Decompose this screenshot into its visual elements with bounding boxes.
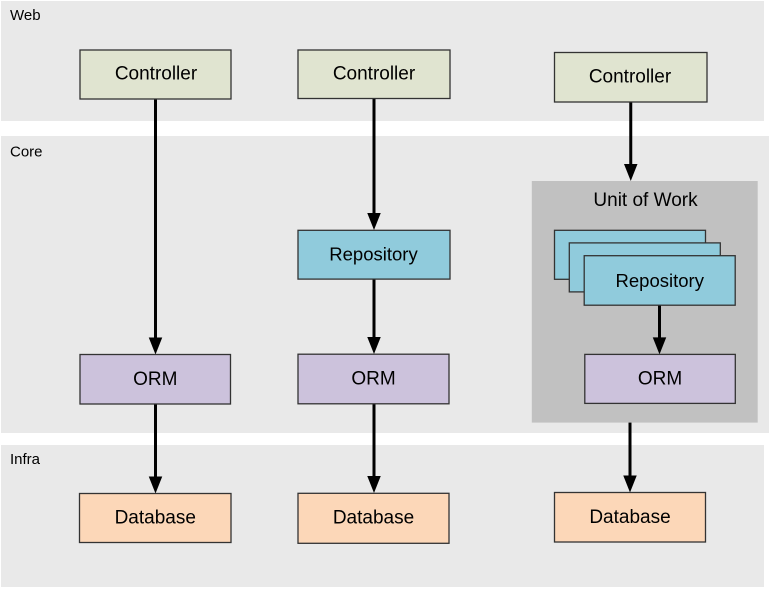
svg-text:Database: Database xyxy=(589,507,670,528)
svg-text:ORM: ORM xyxy=(133,369,177,390)
svg-text:Core: Core xyxy=(10,144,43,161)
svg-text:Controller: Controller xyxy=(115,64,198,85)
svg-text:Repository: Repository xyxy=(329,244,418,265)
svg-text:Web: Web xyxy=(10,7,41,24)
svg-text:Controller: Controller xyxy=(333,64,416,85)
svg-text:Controller: Controller xyxy=(589,67,672,88)
svg-text:Infra: Infra xyxy=(10,451,41,468)
svg-text:Database: Database xyxy=(115,508,196,529)
svg-text:Unit of Work: Unit of Work xyxy=(593,190,698,211)
svg-text:Database: Database xyxy=(333,508,414,529)
svg-text:Repository: Repository xyxy=(616,270,705,291)
svg-text:ORM: ORM xyxy=(351,369,395,390)
svg-text:ORM: ORM xyxy=(638,369,682,390)
